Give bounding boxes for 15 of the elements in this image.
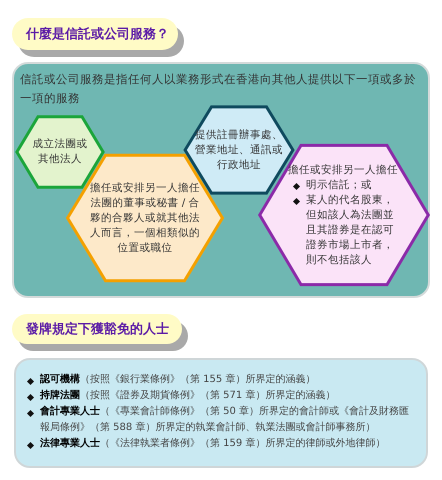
hexagon-text: 擔任或安排另一人擔任法團的董事或秘書 / 合夥的合夥人或就其他法人而言，一個相類似的位置或職位 (89, 180, 201, 256)
list-panel (14, 358, 428, 468)
content-panel (12, 62, 430, 298)
hexagon-text: 成立法團或其他法人 (32, 137, 88, 167)
hexagon-text: 提供註冊辦事處、營業地址、通訊或行政地址 (194, 128, 284, 172)
list-item: 法律專業人士（《法律執業者條例》（第 159 章）所界定的律師或外地律師） (26, 436, 416, 452)
list-item: 認可機構（按照《銀行業條例》（第 155 章）所界定的涵義） (26, 372, 416, 388)
list-item: 會計專業人士（《專業會計師條例》（第 50 章）所界定的會計師或《會計及財務匯報局條例》（第 588 章）所界定的執業會計師、執業法團或會計師事務所） (26, 404, 416, 436)
heading-banner: 什麼是信託或公司服務？ (12, 18, 178, 50)
hexagon-text: 擔任或安排另一人擔任 (288, 162, 398, 178)
intro-text: 信託或公司服務是指任何人以業務形式在香港向其他人提供以下一項或多於一項的服務 (20, 71, 417, 107)
list-item: 持牌法團（按照《證券及期貨條例》（第 571 章）所界定的涵義） (26, 388, 416, 404)
bullet-item: 某人的代名股東，但如該人為法團並且其證券是在認可證券市場上市者，則不包括該人 (292, 192, 400, 268)
heading-banner: 發牌規定下獲豁免的人士 (12, 314, 182, 344)
bullet-item: 明示信託；或 (292, 178, 400, 192)
